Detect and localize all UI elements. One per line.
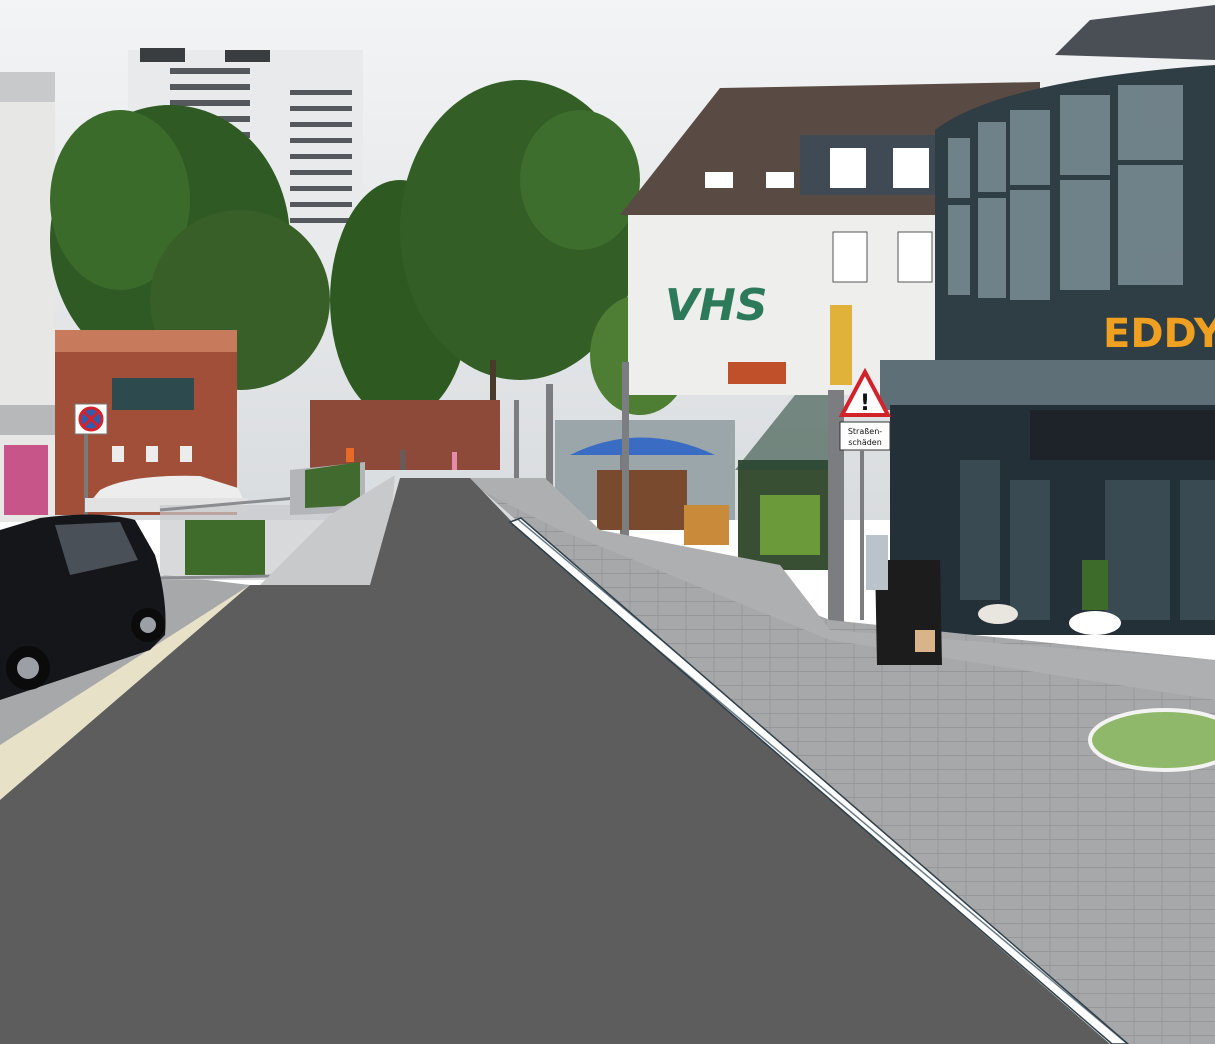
lamp-posts <box>514 362 629 562</box>
pedestrians <box>346 448 457 470</box>
asphalt-road <box>0 478 1110 1044</box>
vhs-sign: VHS <box>665 280 768 331</box>
scooter <box>866 535 888 590</box>
market-stall <box>555 395 835 570</box>
plaza-upper <box>470 478 1215 700</box>
eddy-sign: EDDY <box>1103 311 1215 357</box>
parked-black-car <box>0 514 166 700</box>
paved-plaza <box>470 480 1215 1044</box>
road-curb <box>508 517 1130 1044</box>
warning-sign-line1: Straßen- <box>848 427 882 436</box>
sandwich-board <box>875 560 942 665</box>
green-circle-marking <box>1088 708 1215 772</box>
no-stopping-sign <box>74 403 108 520</box>
svg-text:!: ! <box>860 391 870 416</box>
warning-sign: ! Straßen- schäden <box>828 367 892 630</box>
yellow-banner <box>830 305 852 385</box>
glass-rotunda-building: EDDY <box>880 5 1215 635</box>
warning-sign-line2: schäden <box>848 438 882 447</box>
left-white-building <box>0 72 55 522</box>
